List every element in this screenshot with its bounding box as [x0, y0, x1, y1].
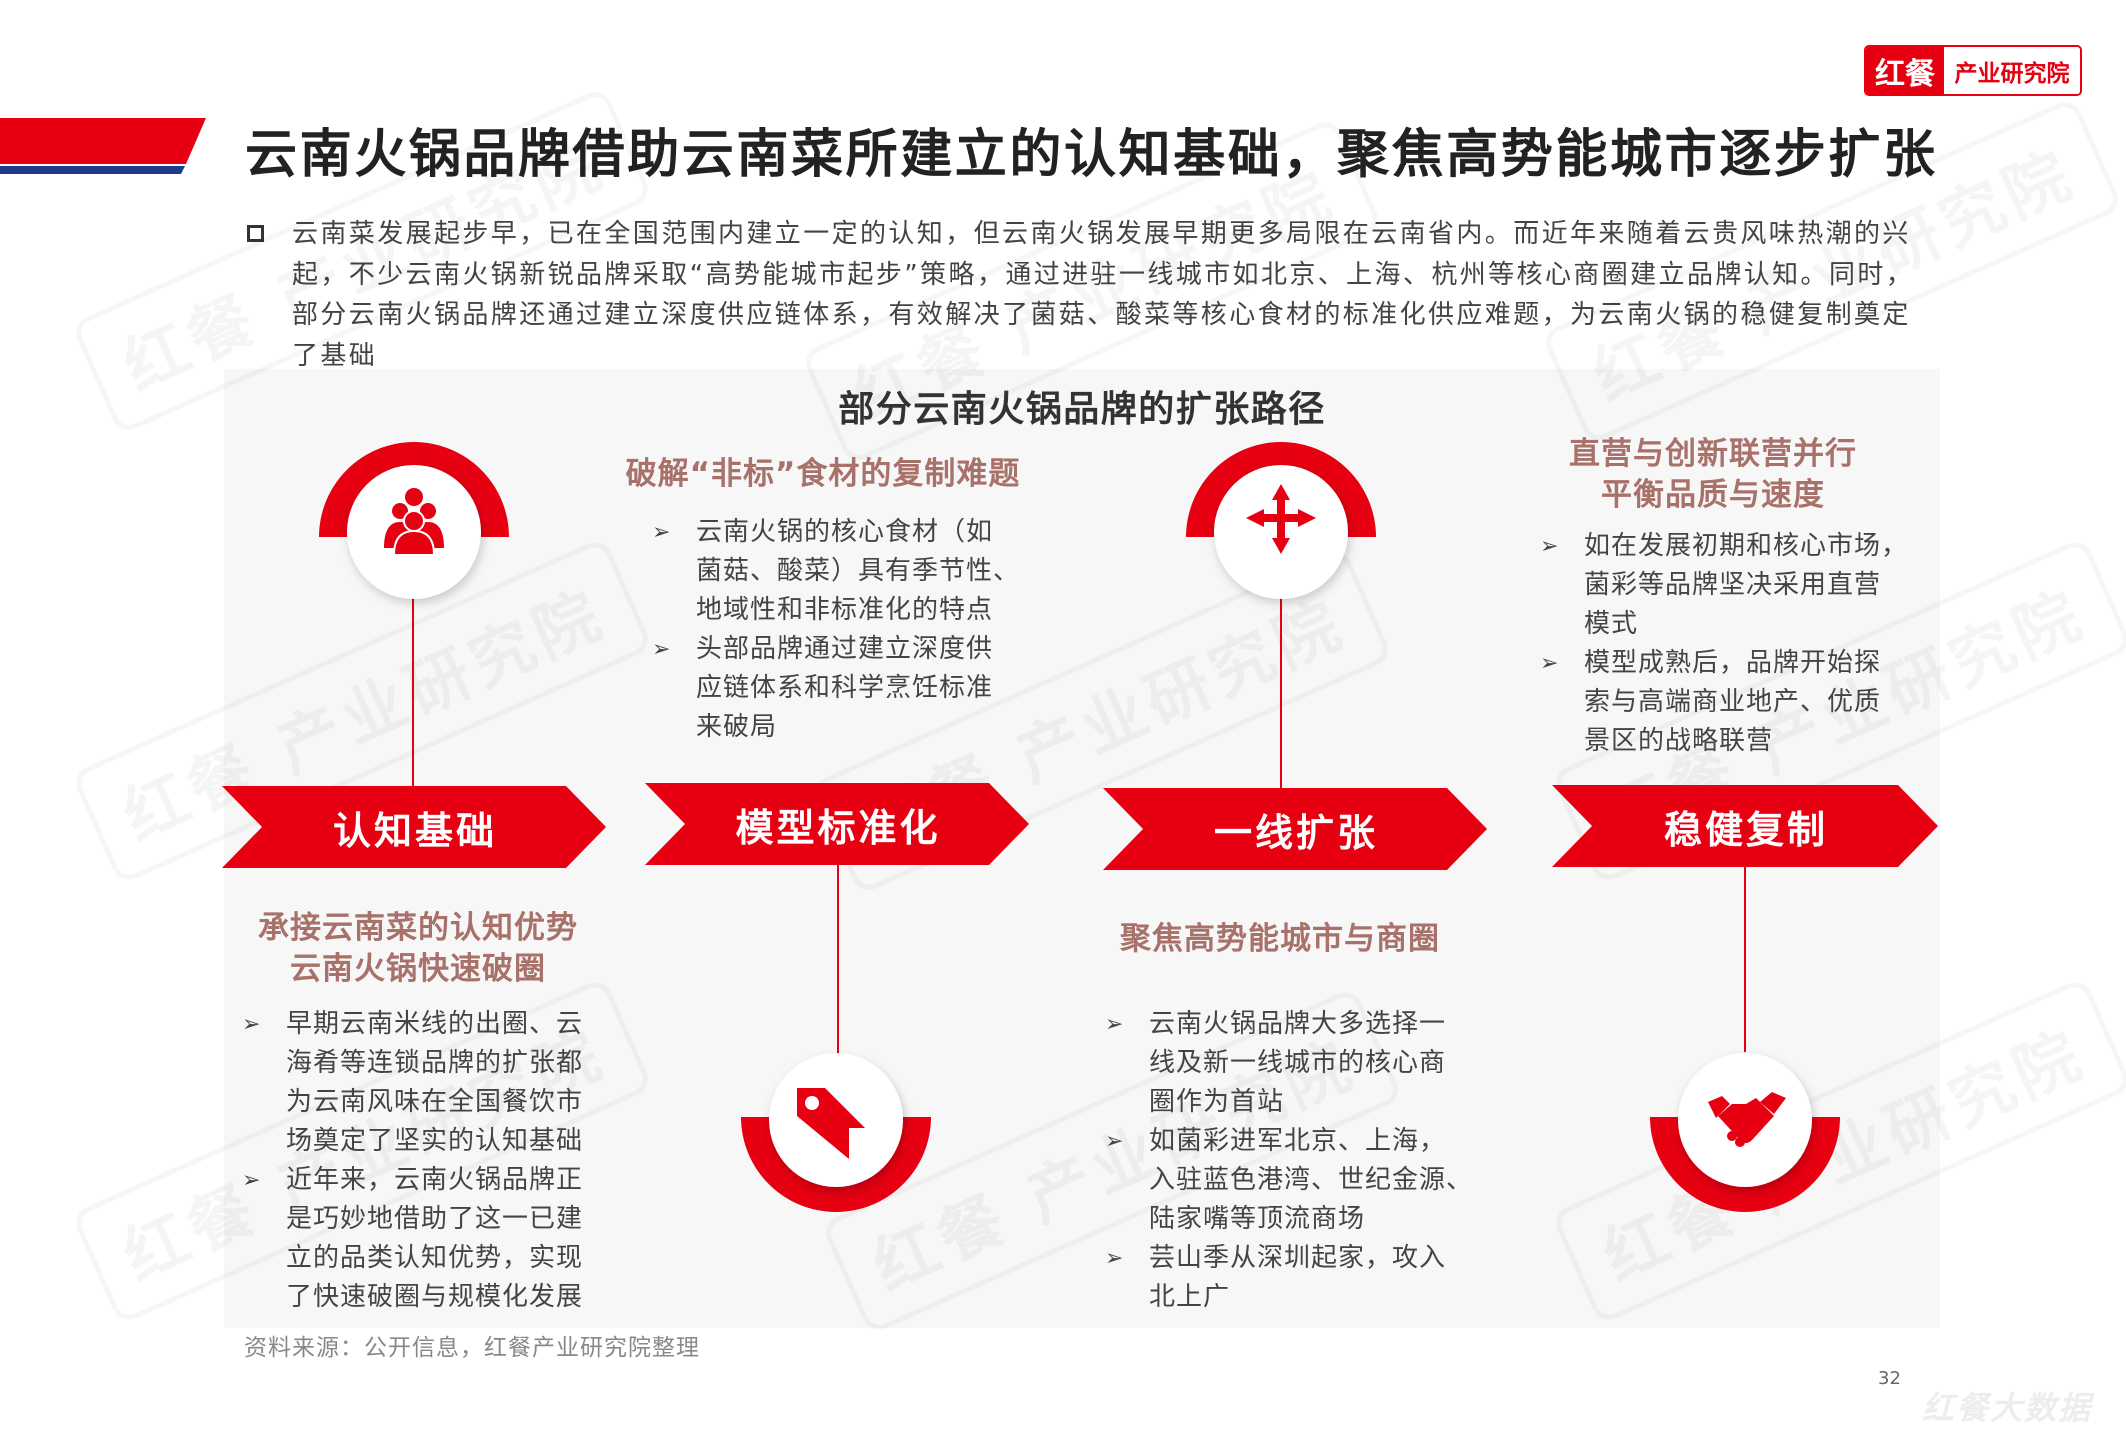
stage-3-bullets: ➢ 云南火锅品牌大多选择一线及新一线城市的核心商圈作为首站 ➢ 如菌彩进军北京、…: [1105, 1005, 1473, 1317]
bullet-line: 早期云南米线的出圈、云: [286, 1009, 584, 1039]
bullet-line: 模型成熟后，品牌开始探: [1584, 648, 1882, 678]
bullet-item: ➢ 如菌彩进军北京、上海， 入驻蓝色港湾、世纪金源、陆家嘴等顶流商场: [1105, 1122, 1473, 1239]
stage-4-heading: 直营与创新联营并行 平衡品质与速度: [1513, 434, 1913, 516]
bullet-item: ➢ 如在发展初期和核心市场， 菌彩等品牌坚决采用直营模式: [1540, 527, 1908, 644]
bullet-line: 如菌彩进军北京、上海，: [1149, 1126, 1447, 1156]
stage-4-badge: [1650, 1053, 1840, 1212]
stage-3-label: 一线扩张: [1213, 810, 1378, 855]
stage-1-banner: 认知基础: [222, 786, 608, 868]
bullet-item: ➢ 早期云南米线的出圈、云海肴等连锁品牌的扩张都为云南风味在全国餐饮市场奠定了坚…: [242, 1005, 583, 1161]
stage-4-bullets: ➢ 如在发展初期和核心市场， 菌彩等品牌坚决采用直营模式 ➢ 模型成熟后，品牌开始…: [1540, 527, 1908, 761]
heading-line: 破解“非标”食材的复制难题: [625, 456, 1021, 492]
stage-1-heading: 承接云南菜的认知优势 云南火锅快速破圈: [218, 908, 618, 990]
stage-4-label: 稳健复制: [1663, 807, 1828, 852]
people-group-icon: [384, 488, 444, 556]
stage-3-badge: [1186, 442, 1376, 599]
bullet-line: 模式: [1584, 609, 1639, 639]
brand-watermark: 红餐大数据: [1922, 1389, 2093, 1427]
stage-2-heading: 破解“非标”食材的复制难题: [573, 454, 1073, 495]
stage-1-label: 认知基础: [332, 808, 497, 853]
heading-line: 云南火锅快速破圈: [290, 951, 546, 987]
logo-right-text: 产业研究院: [1944, 47, 2080, 94]
bullet-line: 海肴等连锁品牌的扩张都: [286, 1048, 584, 1078]
bullet-line: 了快速破圈与规模化发展: [286, 1282, 584, 1312]
arrow-bullet-icon: ➢: [1105, 1012, 1125, 1037]
stage-4-banner: 稳健复制: [1552, 785, 1940, 867]
heading-line: 直营与创新联营并行: [1569, 436, 1857, 472]
tag-icon: [797, 1088, 865, 1159]
intro-line: 起，不少云南火锅新锐品牌采取“高势能城市起步”策略，通过进驻一线城市如北京、上海…: [292, 259, 1915, 290]
logo-left-text: 红餐: [1866, 47, 1944, 94]
stage-2-badge: [741, 1053, 931, 1212]
square-bullet-icon: [247, 225, 264, 242]
bullet-line: 菌彩等品牌坚决采用直营: [1584, 570, 1882, 600]
handshake-icon: [1708, 1092, 1786, 1147]
intro-paragraph: 云南菜发展起步早，已在全国范围内建立一定的认知，但云南火锅发展早期更多局限在云南…: [292, 214, 1914, 376]
bullet-line: 为云南风味在全国餐饮市: [286, 1087, 584, 1117]
heading-line: 聚焦高势能城市与商圈: [1120, 921, 1440, 957]
connector-line: [1744, 866, 1746, 1052]
intro-line: 了基础: [292, 340, 378, 371]
page-number: 32: [1878, 1368, 1901, 1389]
stage-2-label: 模型标准化: [735, 805, 941, 850]
bullet-item: ➢ 芸山季从深圳起家，攻入北上广: [1105, 1239, 1473, 1317]
bullet-line: 立的品类认知优势，实现: [286, 1243, 584, 1273]
bullet-line: 地域性和非标准化的特点: [696, 595, 994, 625]
bullet-line: 芸山季从深圳起家，攻入: [1149, 1243, 1447, 1273]
heading-line: 平衡品质与速度: [1601, 477, 1825, 513]
bullet-line: 云南火锅品牌大多选择一: [1149, 1009, 1447, 1039]
bullet-item: ➢ 头部品牌通过建立深度供应链体系和科学烹饪标准来破局: [652, 630, 1020, 747]
arrow-bullet-icon: ➢: [1105, 1246, 1125, 1271]
stage-2-banner: 模型标准化: [645, 783, 1031, 865]
bullet-line: 景区的战略联营: [1584, 726, 1774, 756]
stage-1-badge: [319, 442, 509, 599]
intro-line: 部分云南火锅品牌还通过建立深度供应链体系，有效解决了菌菇、酸菜等核心食材的标准化…: [292, 300, 1911, 330]
stage-3-banner: 一线扩张: [1103, 788, 1489, 870]
bullet-item: ➢ 近年来，云南火锅品牌正是巧妙地借助了这一已建立的品类认知优势，实现了快速破圈…: [242, 1161, 583, 1317]
bullet-line: 是巧妙地借助了这一已建: [286, 1204, 584, 1234]
diagram-title: 部分云南火锅品牌的扩张路径: [838, 389, 1326, 430]
source-note: 资料来源：公开信息，红餐产业研究院整理: [244, 1335, 700, 1361]
connector-line: [837, 865, 839, 1055]
bullet-line: 北上广: [1149, 1282, 1231, 1312]
arrow-bullet-icon: ➢: [242, 1012, 262, 1037]
arrow-bullet-icon: ➢: [242, 1168, 262, 1193]
bullet-line: 圈作为首站: [1149, 1087, 1285, 1117]
bullet-line: 应链体系和科学烹饪标准: [696, 673, 994, 703]
bullet-line: 场奠定了坚实的认知基础: [286, 1126, 584, 1156]
brand-logo: 红餐 产业研究院: [1864, 45, 2082, 96]
intro-line: 云南菜发展起步早，已在全国范围内建立一定的认知，但云南火锅发展早期更多局限在云南…: [292, 219, 1911, 249]
move-arrows-icon: [1246, 484, 1316, 554]
bullet-line: 来破局: [696, 712, 778, 742]
stage-3-heading: 聚焦高势能城市与商圈: [1080, 919, 1480, 960]
bullet-line: 头部品牌通过建立深度供: [696, 634, 994, 664]
bullet-line: 线及新一线城市的核心商: [1149, 1048, 1447, 1078]
header-accent-bar: [0, 118, 206, 174]
bullet-item: ➢ 模型成熟后，品牌开始探索与高端商业地产、优质景区的战略联营: [1540, 644, 1908, 761]
bullet-line: 近年来，云南火锅品牌正: [286, 1165, 584, 1195]
connector-line: [412, 598, 414, 788]
page-title: 云南火锅品牌借助云南菜所建立的认知基础，聚焦高势能城市逐步扩张: [245, 125, 1938, 185]
bullet-line: 云南火锅的核心食材（如: [696, 517, 994, 547]
heading-line: 承接云南菜的认知优势: [258, 910, 578, 946]
bullet-item: ➢ 云南火锅的核心食材（如菌菇、酸菜）具有季节性、地域性和非标准化的特点: [652, 513, 1020, 630]
stage-2-bullets: ➢ 云南火锅的核心食材（如菌菇、酸菜）具有季节性、地域性和非标准化的特点 ➢ 头…: [652, 513, 1020, 747]
arrow-bullet-icon: ➢: [1540, 534, 1560, 559]
arrow-bullet-icon: ➢: [1540, 651, 1560, 676]
bullet-line: 如在发展初期和核心市场，: [1584, 531, 1909, 561]
connector-line: [1280, 598, 1282, 790]
arrow-bullet-icon: ➢: [652, 637, 672, 662]
bullet-line: 索与高端商业地产、优质: [1584, 687, 1882, 717]
arrow-bullet-icon: ➢: [652, 520, 672, 545]
bullet-line: 陆家嘴等顶流商场: [1149, 1204, 1366, 1234]
bullet-line: 菌菇、酸菜）具有季节性、: [696, 556, 1021, 586]
arrow-bullet-icon: ➢: [1105, 1129, 1125, 1154]
stage-1-bullets: ➢ 早期云南米线的出圈、云海肴等连锁品牌的扩张都为云南风味在全国餐饮市场奠定了坚…: [242, 1005, 583, 1317]
bullet-item: ➢ 云南火锅品牌大多选择一线及新一线城市的核心商圈作为首站: [1105, 1005, 1473, 1122]
bullet-line: 入驻蓝色港湾、世纪金源、: [1149, 1165, 1474, 1195]
